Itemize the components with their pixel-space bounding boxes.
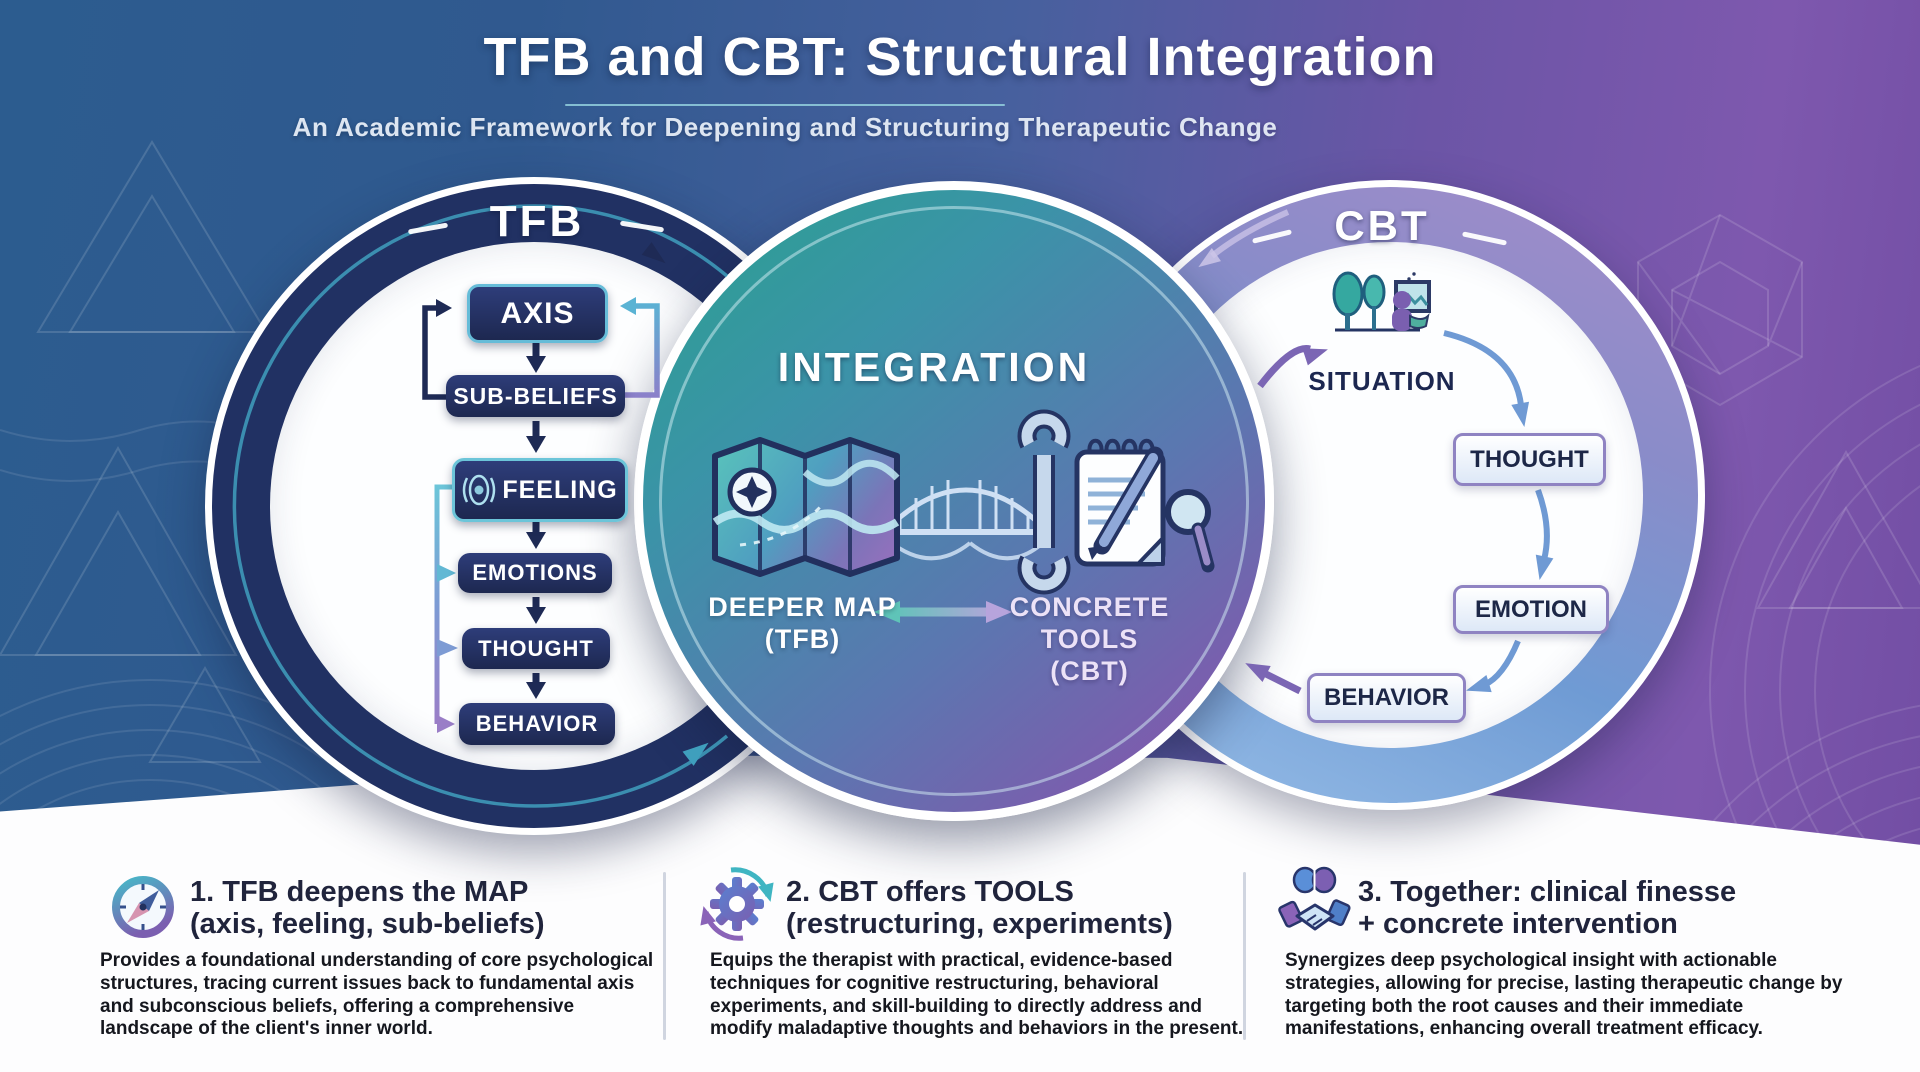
tfb-node-feeling-label: FEELING bbox=[502, 475, 618, 504]
cbt-node-situation: SITUATION bbox=[1308, 366, 1456, 396]
tfb-node-behavior-label: BEHAVIOR bbox=[475, 711, 599, 736]
cbt-node-behavior-label: BEHAVIOR bbox=[1324, 684, 1449, 711]
integration-title: INTEGRATION bbox=[777, 344, 1091, 390]
gear-cycle-icon bbox=[698, 864, 776, 947]
feeling-emblem-icon bbox=[463, 474, 496, 506]
cbt-node-behavior: BEHAVIOR bbox=[1307, 673, 1466, 723]
tfb-node-axis-label: AXIS bbox=[500, 296, 575, 330]
page-subtitle: An Academic Framework for Deepening and … bbox=[292, 112, 1278, 142]
footer-heading-3-line2: + concrete intervention bbox=[1358, 908, 1678, 941]
tfb-node-feeling: FEELING bbox=[452, 458, 628, 522]
integration-circle bbox=[634, 181, 1274, 821]
footer-heading-3-line1: 3. Together: clinical finesse bbox=[1358, 876, 1737, 908]
deeper-map-line2: (TFB) bbox=[764, 623, 841, 654]
page-title: TFB and CBT: Structural Integration bbox=[483, 27, 1437, 87]
footer-heading-1-line1: 1. TFB deepens the MAP bbox=[190, 876, 529, 908]
cbt-node-thought-label: THOUGHT bbox=[1470, 445, 1589, 473]
deeper-map-line1: DEEPER MAP bbox=[708, 592, 897, 622]
footer-body-1: Provides a foundational understanding of… bbox=[100, 950, 654, 1040]
tfb-node-thought: THOUGHT bbox=[462, 628, 610, 669]
concrete-tools-line1: CONCRETE bbox=[1009, 592, 1170, 622]
tfb-node-thought-label: THOUGHT bbox=[478, 635, 594, 661]
concrete-tools-caption: CONCRETE TOOLS (CBT) bbox=[992, 592, 1187, 688]
cbt-node-thought: THOUGHT bbox=[1453, 433, 1606, 486]
tfb-node-emotions: EMOTIONS bbox=[458, 553, 612, 593]
concrete-tools-line3: (CBT) bbox=[1050, 655, 1129, 686]
deeper-map-caption: DEEPER MAP (TFB) bbox=[700, 592, 905, 656]
footer-heading-2-line1: 2. CBT offers TOOLS bbox=[786, 876, 1074, 908]
footer-heading-1-line2: (axis, feeling, sub-beliefs) bbox=[190, 908, 545, 941]
title-divider bbox=[565, 104, 1005, 106]
concrete-tools-line2: TOOLS bbox=[1040, 623, 1139, 654]
footer-heading-2: 2. CBT offers TOOLS (restructuring, expe… bbox=[786, 876, 1256, 941]
cbt-ring-label: CBT bbox=[1334, 202, 1430, 249]
cbt-node-emotion: EMOTION bbox=[1453, 585, 1609, 634]
tfb-node-sub-beliefs-label: SUB-BELIEFS bbox=[453, 382, 618, 409]
handshake-icon bbox=[1276, 862, 1354, 947]
tfb-ring-label: TFB bbox=[489, 197, 585, 246]
tfb-node-sub-beliefs: SUB-BELIEFS bbox=[446, 375, 625, 417]
footer-body-2: Equips the therapist with practical, evi… bbox=[710, 950, 1244, 1040]
tfb-node-behavior: BEHAVIOR bbox=[459, 703, 615, 745]
footer-divider-2 bbox=[1243, 872, 1246, 1040]
footer-divider-1 bbox=[663, 872, 666, 1040]
tfb-node-emotions-label: EMOTIONS bbox=[472, 560, 598, 585]
integration-circle-rim bbox=[659, 206, 1249, 796]
footer-heading-2-line2: (restructuring, experiments) bbox=[786, 908, 1173, 941]
tfb-node-axis: AXIS bbox=[467, 284, 608, 343]
cbt-node-emotion-label: EMOTION bbox=[1475, 595, 1587, 623]
footer-heading-1: 1. TFB deepens the MAP (axis, feeling, s… bbox=[190, 876, 660, 941]
compass-icon bbox=[108, 870, 178, 950]
footer-body-3: Synergizes deep psychological insight wi… bbox=[1285, 950, 1843, 1040]
footer-heading-3: 3. Together: clinical finesse + concrete… bbox=[1358, 876, 1838, 941]
